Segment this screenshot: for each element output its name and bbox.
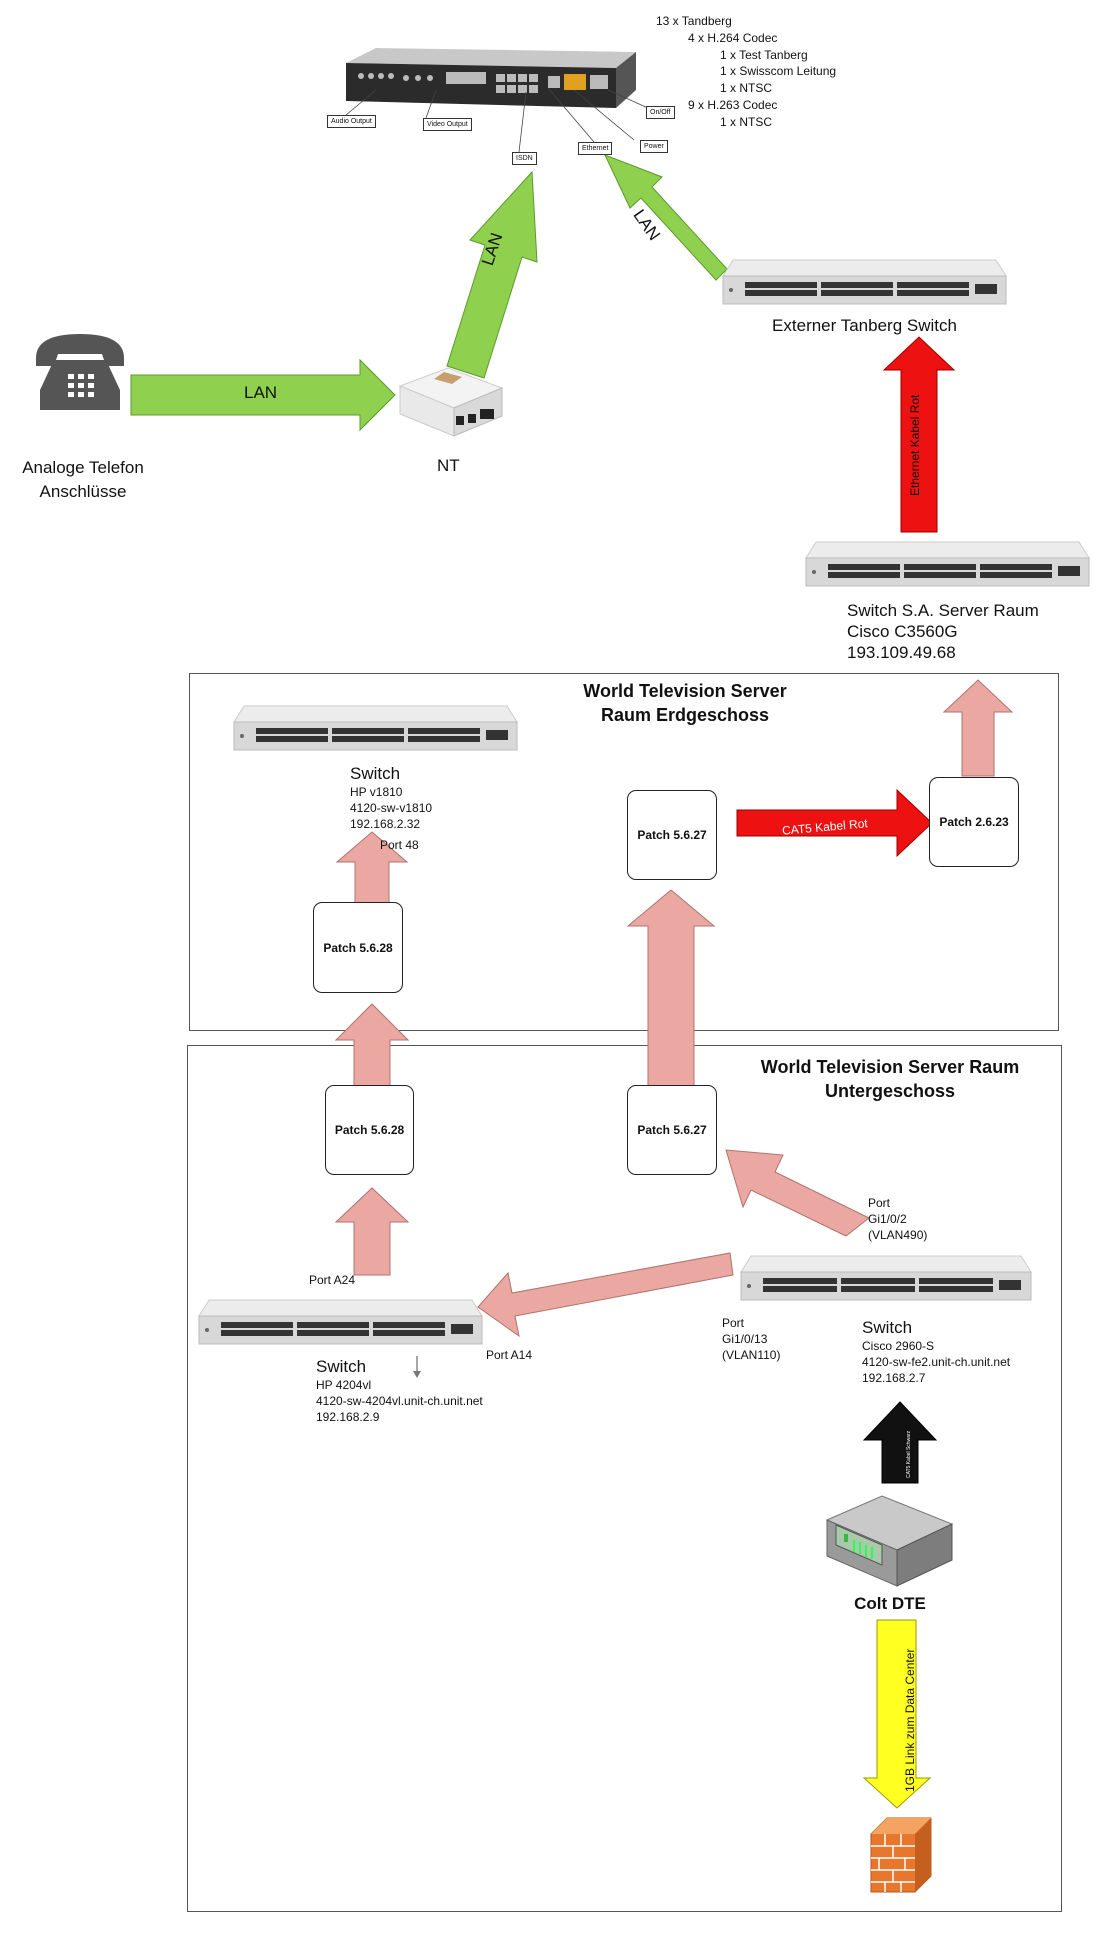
cisco-port-gi102: Port Gi1/0/2 (VLAN490) (868, 1195, 927, 1243)
patch-5-6-27-basement: Patch 5.6.27 (627, 1085, 717, 1175)
arrow-cisco-to-hp4204 (477, 1252, 734, 1338)
inventory-line: 1 x Test Tanberg (720, 47, 808, 62)
label-ethernet-kabel-rot: Ethernet Kabel Rot (908, 394, 922, 496)
hp-4204vl-label: Switch HP 4204vl 4120-sw-4204vl.unit-ch.… (316, 1357, 483, 1425)
cisco-port-gi1013-line3: (VLAN110) (722, 1348, 781, 1362)
inventory-line: 9 x H.263 Codec (688, 97, 778, 112)
phone-label-line1: Analoge Telefon (22, 458, 144, 477)
server-raum-switch (805, 538, 1090, 588)
cisco-port-gi1013-line1: Port (722, 1316, 745, 1330)
tag-isdn: ISDN (512, 152, 537, 165)
tag-on-off: On/Off (646, 106, 675, 119)
arrow-phone-to-nt (130, 358, 396, 432)
colt-dte-icon (822, 1490, 957, 1590)
room-untergeschoss-title-line1: World Television Server Raum (760, 1057, 1020, 1077)
cisco-port-gi102-line1: Port (868, 1196, 891, 1210)
cisco-2960s-label: Switch Cisco 2960-S 4120-sw-fe2.unit-ch.… (862, 1318, 1010, 1386)
arrow-cisco-to-patch5627 (725, 1149, 870, 1237)
inventory-line: 13 x Tandberg (656, 14, 732, 28)
room-erdgeschoss-frame (189, 673, 1059, 1031)
firewall-icon (870, 1817, 932, 1893)
nt-label: NT (437, 456, 460, 475)
tag-audio-output: Audio Output (327, 115, 376, 128)
hp-v1810-title: Switch (350, 764, 401, 783)
cisco-2960s-switch (740, 1252, 1032, 1302)
cisco-port-gi102-line3: (VLAN490) (868, 1228, 928, 1242)
hp-4204vl-switch (198, 1296, 483, 1346)
arrow-nt-to-codec (446, 170, 538, 379)
label-lan-phone-nt: LAN (244, 383, 278, 402)
inventory-line: 1 x NTSC (720, 114, 773, 129)
server-switch-label: Switch S.A. Server Raum Cisco C3560G 193… (847, 600, 1039, 663)
patch-5-6-27-ground: Patch 5.6.27 (627, 790, 717, 880)
hp-v1810-ip: 192.168.2.32 (350, 817, 421, 831)
arrow-link-data-center (862, 1619, 932, 1809)
patch-2-6-23: Patch 2.6.23 (929, 777, 1019, 867)
tandberg-codec-device (326, 10, 652, 153)
arrow-cat5-kabel-schwarz (862, 1401, 938, 1484)
inventory-line: 1 x Swisscom Leitung (720, 64, 837, 79)
label-cat5-kabel-schwarz: CAT5 Kabel Schwarz (906, 1430, 912, 1478)
cisco-2960s-host: 4120-sw-fe2.unit-ch.unit.net (862, 1355, 1011, 1369)
room-untergeschoss-title-line2: Untergeschoss (824, 1081, 956, 1101)
external-switch-label: Externer Tanberg Switch (772, 316, 957, 335)
server-switch-line3: 193.109.49.68 (847, 643, 956, 662)
room-erdgeschoss-title: World Television Server Raum Erdgeschoss (540, 679, 830, 727)
patch-5-6-28-ground: Patch 5.6.28 (313, 902, 403, 993)
tag-power: Power (640, 140, 668, 153)
hp-4204vl-model: HP 4204vl (316, 1378, 372, 1392)
arrow-patch5628-to-hpv1810 (335, 831, 409, 905)
arrow-patch2623-to-serverswitch (942, 679, 1014, 777)
patch-5-6-28-basement: Patch 5.6.28 (325, 1085, 414, 1175)
tag-ethernet: Ethernet (578, 142, 613, 155)
hp-v1810-switch (233, 702, 518, 752)
cisco-2960s-title: Switch (862, 1318, 913, 1337)
hp-v1810-host: 4120-sw-v1810 (350, 801, 433, 815)
cisco-port-gi102-line2: Gi1/0/2 (868, 1212, 907, 1226)
label-link-data-center: 1GB Link zum Data Center (903, 1648, 917, 1792)
phone-label-line2: Anschlüsse (39, 482, 127, 501)
arrow-basement-5627-to-ground-5627 (626, 889, 716, 1089)
colt-dte-label: Colt DTE (854, 1594, 926, 1613)
hp-4204vl-ip: 192.168.2.9 (316, 1410, 380, 1424)
server-switch-line2: Cisco C3560G (847, 622, 958, 641)
cisco-2960s-ip: 192.168.2.7 (862, 1371, 926, 1385)
room-untergeschoss-title: World Television Server Raum Untergescho… (740, 1055, 1040, 1103)
tag-video-output: Video Output (423, 118, 472, 131)
arrow-switch-to-codec (604, 154, 728, 281)
cisco-2960s-model: Cisco 2960-S (862, 1339, 935, 1353)
arrow-ethernet-kabel-rot (882, 336, 956, 533)
hp-v1810-label: Switch HP v1810 4120-sw-v1810 192.168.2.… (350, 764, 432, 832)
hp-v1810-port: Port 48 (380, 838, 419, 852)
room-erdgeschoss-title-line2: Raum Erdgeschoss (600, 705, 770, 725)
inventory-line: 1 x NTSC (720, 81, 773, 96)
hp-4204vl-title: Switch (316, 1357, 367, 1376)
room-untergeschoss-frame (187, 1045, 1062, 1912)
cisco-port-gi1013-line2: Gi1/0/13 (722, 1332, 768, 1346)
nt-device-icon (396, 364, 506, 439)
cisco-port-gi1013: Port Gi1/0/13 (VLAN110) (722, 1315, 780, 1363)
hp-4204vl-port-a14: Port A14 (486, 1348, 533, 1362)
hp-v1810-model: HP v1810 (350, 785, 403, 799)
hp-4204vl-port-a24: Port A24 (309, 1273, 356, 1287)
arrow-cat5-kabel-rot (736, 788, 933, 858)
inventory-list: 13 x Tandberg 4 x H.264 Codec 1 x Test T… (656, 13, 836, 131)
external-tanberg-switch (722, 256, 1007, 306)
phone-label: Analoge Telefon Anschlüsse (0, 456, 166, 504)
hp-4204vl-host: 4120-sw-4204vl.unit-ch.unit.net (316, 1394, 483, 1408)
arrow-hp4204-to-patch5628 (334, 1187, 410, 1276)
room-erdgeschoss-title-line1: World Television Server (583, 681, 787, 701)
arrow-basement-5628-to-ground-5628 (334, 1003, 410, 1089)
inventory-line: 4 x H.264 Codec (688, 30, 778, 45)
telephone-icon (30, 330, 130, 414)
server-switch-line1: Switch S.A. Server Raum (847, 601, 1039, 620)
